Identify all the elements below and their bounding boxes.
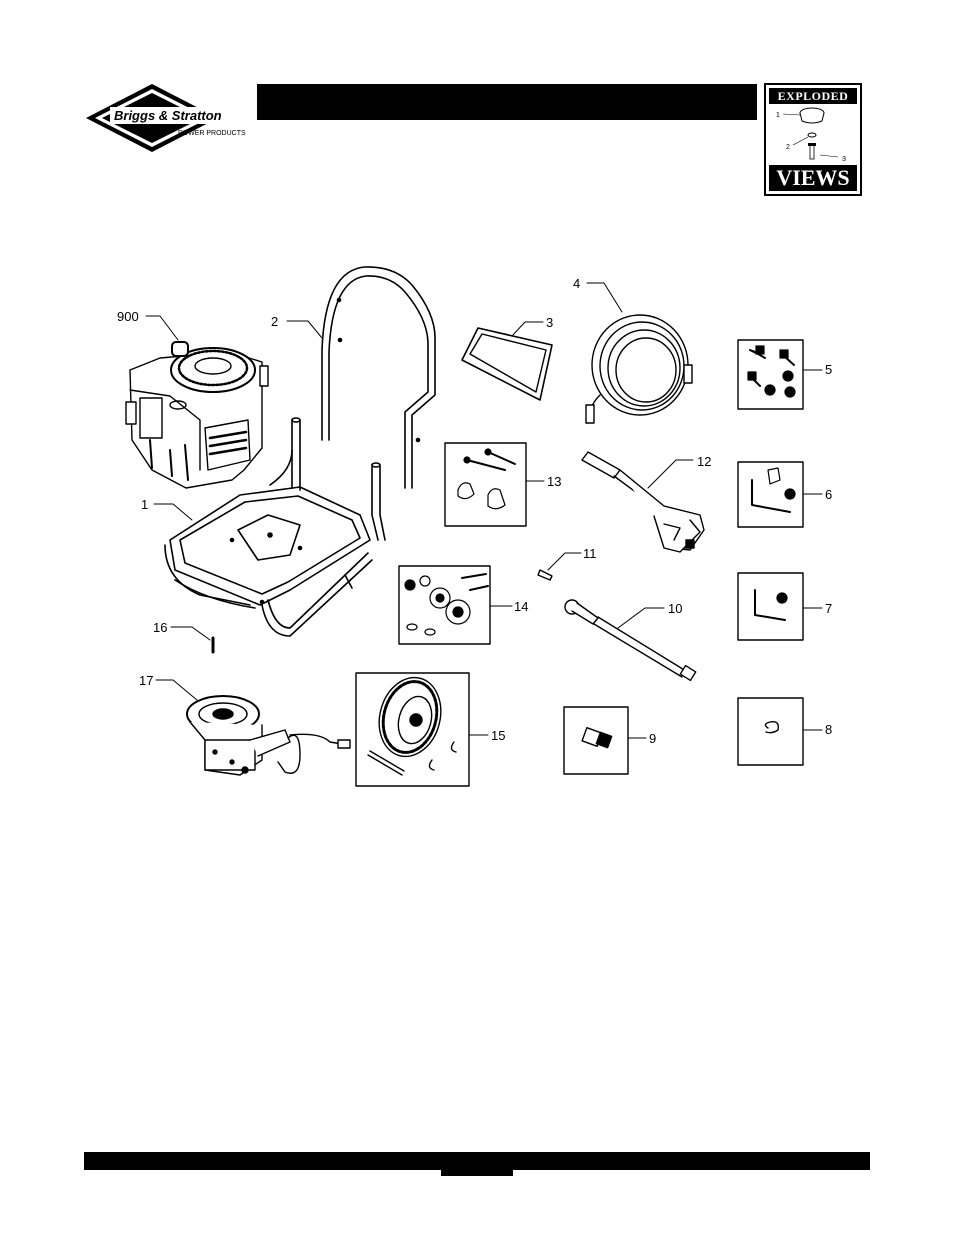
callout-15: 15 <box>491 729 505 742</box>
callout-7: 7 <box>825 602 832 615</box>
callout-12: 12 <box>697 455 711 468</box>
clip-part-8 <box>765 722 778 733</box>
handle-part-2 <box>322 267 435 488</box>
callout-17: 17 <box>139 674 153 687</box>
footer-bar-right <box>513 1152 870 1170</box>
panel-part-3 <box>462 328 552 400</box>
callout-10: 10 <box>668 602 682 615</box>
screw-part-11 <box>538 570 552 580</box>
hose-part-4 <box>586 315 692 423</box>
callout-16: 16 <box>153 621 167 634</box>
callout-6: 6 <box>825 488 832 501</box>
part-7-box <box>738 573 803 640</box>
spray-gun-part-12 <box>582 452 704 552</box>
callout-900: 900 <box>117 310 139 323</box>
pump-part-17 <box>187 696 350 775</box>
part-8-box <box>738 698 803 765</box>
footer-bar-left <box>84 1152 441 1170</box>
callout-5: 5 <box>825 363 832 376</box>
part-13-box <box>445 443 526 526</box>
callout-11: 11 <box>583 547 597 560</box>
callout-3: 3 <box>546 316 553 329</box>
callout-4: 4 <box>573 277 580 290</box>
footer-page-tab <box>441 1152 513 1176</box>
engine-part-900 <box>126 342 268 488</box>
callout-13: 13 <box>547 475 561 488</box>
callout-1: 1 <box>141 498 148 511</box>
callout-14: 14 <box>514 600 528 613</box>
callout-8: 8 <box>825 723 832 736</box>
callout-2: 2 <box>271 315 278 328</box>
callout-9: 9 <box>649 732 656 745</box>
